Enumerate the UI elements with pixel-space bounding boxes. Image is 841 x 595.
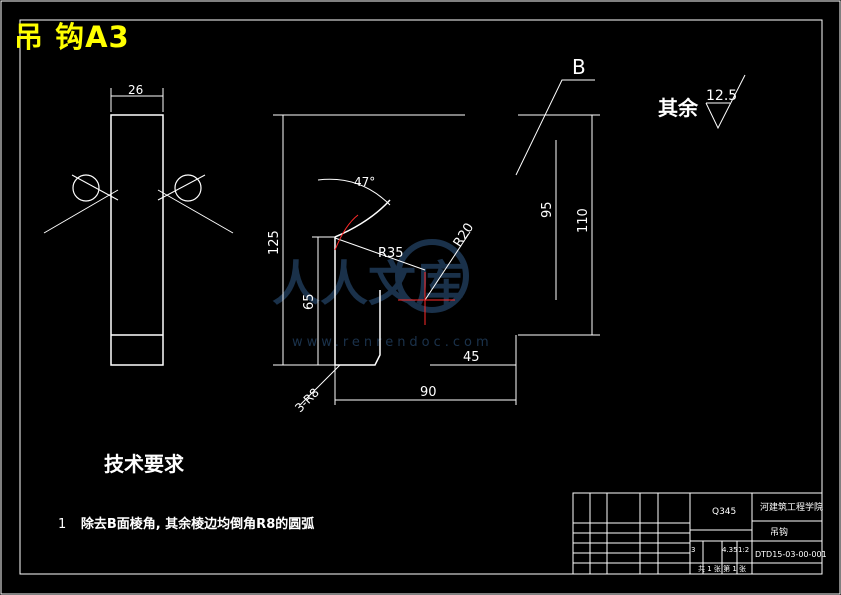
dim-95: 95	[540, 201, 555, 218]
page-title: 吊 钩A3	[14, 20, 130, 54]
title-block-scale: 1:2	[738, 546, 749, 554]
tech-requirement-item: 1 除去B面棱角, 其余棱边均倒角R8的圆弧	[58, 513, 314, 532]
requirement-text: 除去B面棱角, 其余棱边均倒角R8的圆弧	[80, 517, 315, 532]
title-block-material: Q345	[712, 507, 736, 517]
main-view	[273, 79, 600, 406]
watermark-logo: 人人文库	[272, 256, 464, 312]
dim-thickness: 26	[128, 83, 143, 97]
dim-110: 110	[576, 208, 591, 233]
title-block-count: 3	[691, 546, 695, 554]
dim-r35: R35	[378, 246, 404, 261]
side-view	[43, 88, 234, 366]
title-block	[572, 492, 823, 575]
dim-65: 65	[302, 293, 317, 310]
dim-fillet: 3-R8	[292, 385, 322, 415]
sheet-border-inner	[19, 19, 823, 575]
title-block-part-name: 吊钩	[770, 526, 788, 538]
dim-45: 45	[463, 350, 480, 365]
dim-angle: 47°	[354, 175, 375, 189]
dim-90: 90	[420, 385, 437, 400]
section-label-b: B	[572, 55, 586, 79]
tech-requirements-title: 技术要求	[104, 452, 184, 476]
title-block-weight: 4.35	[722, 546, 738, 554]
roughness-symbol	[705, 74, 746, 130]
requirement-number: 1	[58, 517, 67, 532]
dim-125: 125	[267, 230, 282, 255]
watermark-url: www.renrendoc.com	[292, 335, 493, 350]
title-block-school: 河建筑工程学院	[760, 501, 823, 513]
title-block-drawing-no: DTD15-03-00-001	[755, 550, 827, 559]
watermark: 人人文库 www.renrendoc.com	[272, 239, 493, 350]
dim-r20: R20	[451, 221, 478, 251]
roughness-value: 12.5	[706, 88, 737, 104]
centerlines	[334, 214, 455, 325]
title-block-sheet: 共 1 张 第 1 张	[698, 564, 746, 573]
roughness-label: 其余	[658, 96, 698, 120]
